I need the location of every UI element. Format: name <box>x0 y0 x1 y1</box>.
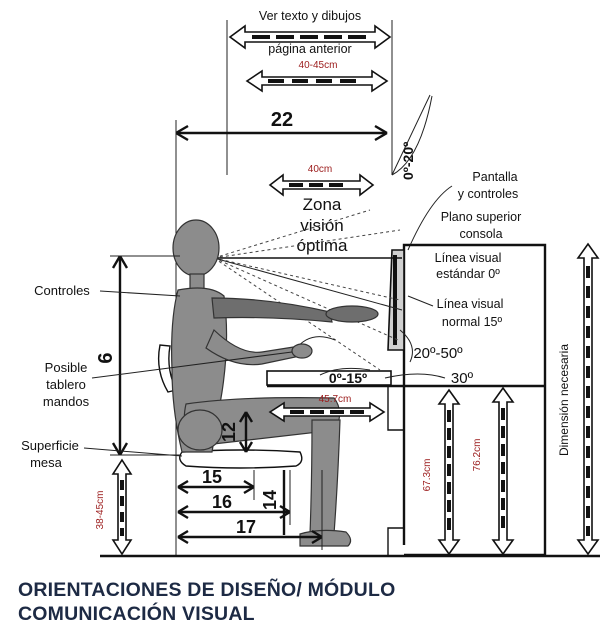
label-plano-2: consola <box>459 227 502 241</box>
dim-76-2cm-arrow <box>491 386 515 556</box>
dim-38-45cm: 38-45cm <box>95 491 106 530</box>
label-superficie-2: mesa <box>30 455 63 470</box>
dim-76-2cm: 76.2cm <box>472 439 483 472</box>
dim-17: 17 <box>236 517 256 537</box>
dim-40cm: 40cm <box>308 164 332 175</box>
top-note-line1: Ver texto y dibujos <box>259 9 361 23</box>
controles-leader <box>99 290 181 297</box>
dim-45-7cm: 45.7cm <box>319 394 352 405</box>
dim-6-line <box>110 255 180 456</box>
angle-arcs <box>294 329 446 379</box>
dim-67-3cm-arrow <box>437 388 461 556</box>
label-posible-2: tablero <box>46 377 86 392</box>
label-posible-1: Posible <box>45 360 88 375</box>
label-linea-nrm-2: normal 15º <box>442 315 503 329</box>
zona-vision-optima: Zona visión óptima <box>296 195 348 255</box>
label-pantalla-2: y controles <box>458 187 518 201</box>
title-line1: ORIENTACIONES DE DISEÑO/ MÓDULO <box>18 579 396 601</box>
angle-30: 30º <box>451 370 474 387</box>
page-title: ORIENTACIONES DE DISEÑO/ MÓDULO COMUNICA… <box>18 578 395 626</box>
dim-12: 12 <box>219 422 239 442</box>
dim-45-7cm-arrow <box>268 401 386 423</box>
top-note-line2: página anterior <box>268 42 351 56</box>
angle-0-20-lines <box>391 94 433 176</box>
superficie-leader <box>83 447 183 457</box>
label-plano-1: Plano superior <box>441 210 522 224</box>
label-linea-std-2: estándar 0º <box>436 267 500 281</box>
posible-leader <box>91 351 293 379</box>
label-superficie-1: Superficie <box>21 438 79 453</box>
dim-40cm-arrow <box>268 173 375 197</box>
dim-16: 16 <box>212 492 232 512</box>
angle-20-50: 20º-50º <box>413 345 463 362</box>
angle-0-15: 0º-15º <box>329 370 367 386</box>
zona-line3: óptima <box>296 236 348 255</box>
linea-nrm-leader <box>407 295 434 307</box>
dim-15-16-17 <box>177 470 323 550</box>
zona-line1: Zona <box>303 195 342 214</box>
dim-40-45cm-arrow <box>245 69 389 93</box>
dim-14: 14 <box>260 490 280 510</box>
reference-double-arrow <box>228 24 392 50</box>
ergonomic-diagram: Ver texto y dibujos página anterior 40-4… <box>21 9 600 558</box>
label-controles: Controles <box>34 283 90 298</box>
dim-6: 6 <box>95 352 117 363</box>
dim-67-3cm: 67.3cm <box>422 459 433 492</box>
pantalla-leader <box>407 185 453 251</box>
dim-15: 15 <box>202 467 222 487</box>
title-line2: COMUNICACIÓN VISUAL <box>18 603 255 625</box>
sight-lines <box>213 209 403 371</box>
top-note: Ver texto y dibujos página anterior <box>259 9 361 56</box>
zona-line2: visión <box>300 216 343 235</box>
dim-40-45cm: 40-45cm <box>299 60 338 71</box>
dim-necesaria-arrow <box>576 242 600 556</box>
label-dimension-necesaria: Dimensión necesaria <box>557 344 571 456</box>
label-linea-nrm-1: Línea visual <box>437 297 504 311</box>
dim-38-45cm-arrow <box>111 458 133 556</box>
dim-12-line <box>238 411 254 453</box>
dim-22: 22 <box>271 109 293 131</box>
label-linea-std-1: Línea visual <box>435 251 502 265</box>
label-posible-3: mandos <box>43 394 90 409</box>
label-pantalla-1: Pantalla <box>472 170 517 184</box>
